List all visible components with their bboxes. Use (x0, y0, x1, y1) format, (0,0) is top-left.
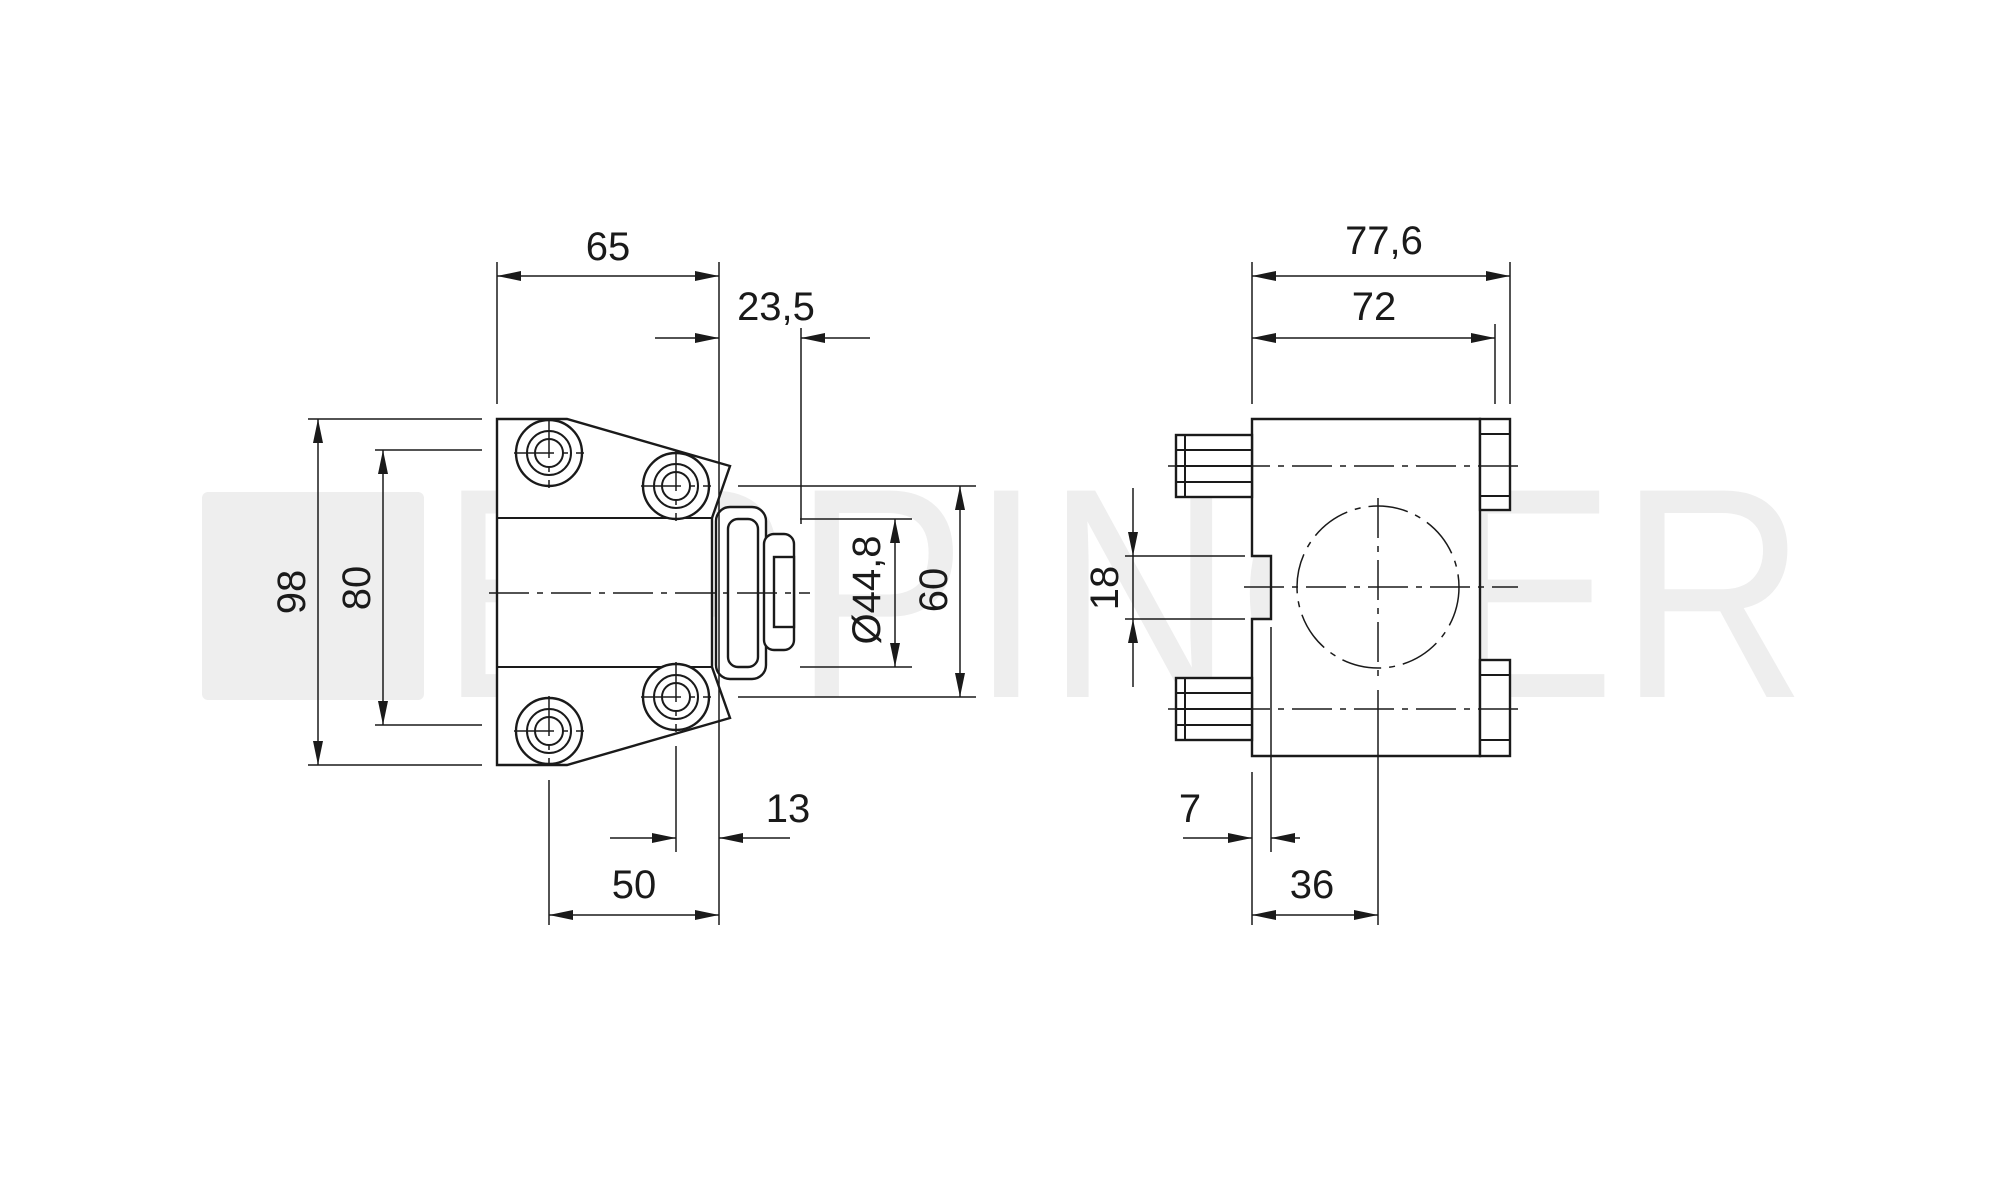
dim-front-height-outer: 98 (270, 570, 314, 615)
dim-side-width-overall: 77,6 (1345, 219, 1423, 263)
side-body-outline (1250, 417, 1482, 758)
dim-side-offset-small: 7 (1179, 787, 1201, 831)
front-center-lines (489, 418, 810, 766)
side-dimension-lines (1128, 271, 1510, 920)
dim-side-slot-height: 18 (1083, 566, 1127, 611)
dim-front-offset-bottom: 13 (766, 787, 811, 831)
side-center-lines (1168, 465, 1520, 710)
side-view: 77,6 72 18 7 36 (1083, 219, 1520, 925)
front-view: 65 23,5 98 80 Ø44,8 60 13 50 (270, 225, 976, 925)
watermark: EPPINGER (202, 425, 1806, 761)
dim-side-offset-center: 36 (1290, 863, 1335, 907)
dim-front-width-bottom: 50 (612, 863, 657, 907)
dim-front-offset-top: 23,5 (737, 285, 815, 329)
dim-front-height-bolts: 80 (335, 566, 379, 611)
dim-front-width-top: 65 (586, 225, 631, 269)
dim-front-diameter: Ø44,8 (845, 536, 889, 645)
side-cap-bottom (1478, 658, 1512, 758)
side-cap-top (1478, 417, 1512, 512)
dim-side-width-body: 72 (1352, 285, 1397, 329)
dim-front-height-right: 60 (912, 568, 956, 613)
front-dimension-lines (313, 271, 965, 920)
